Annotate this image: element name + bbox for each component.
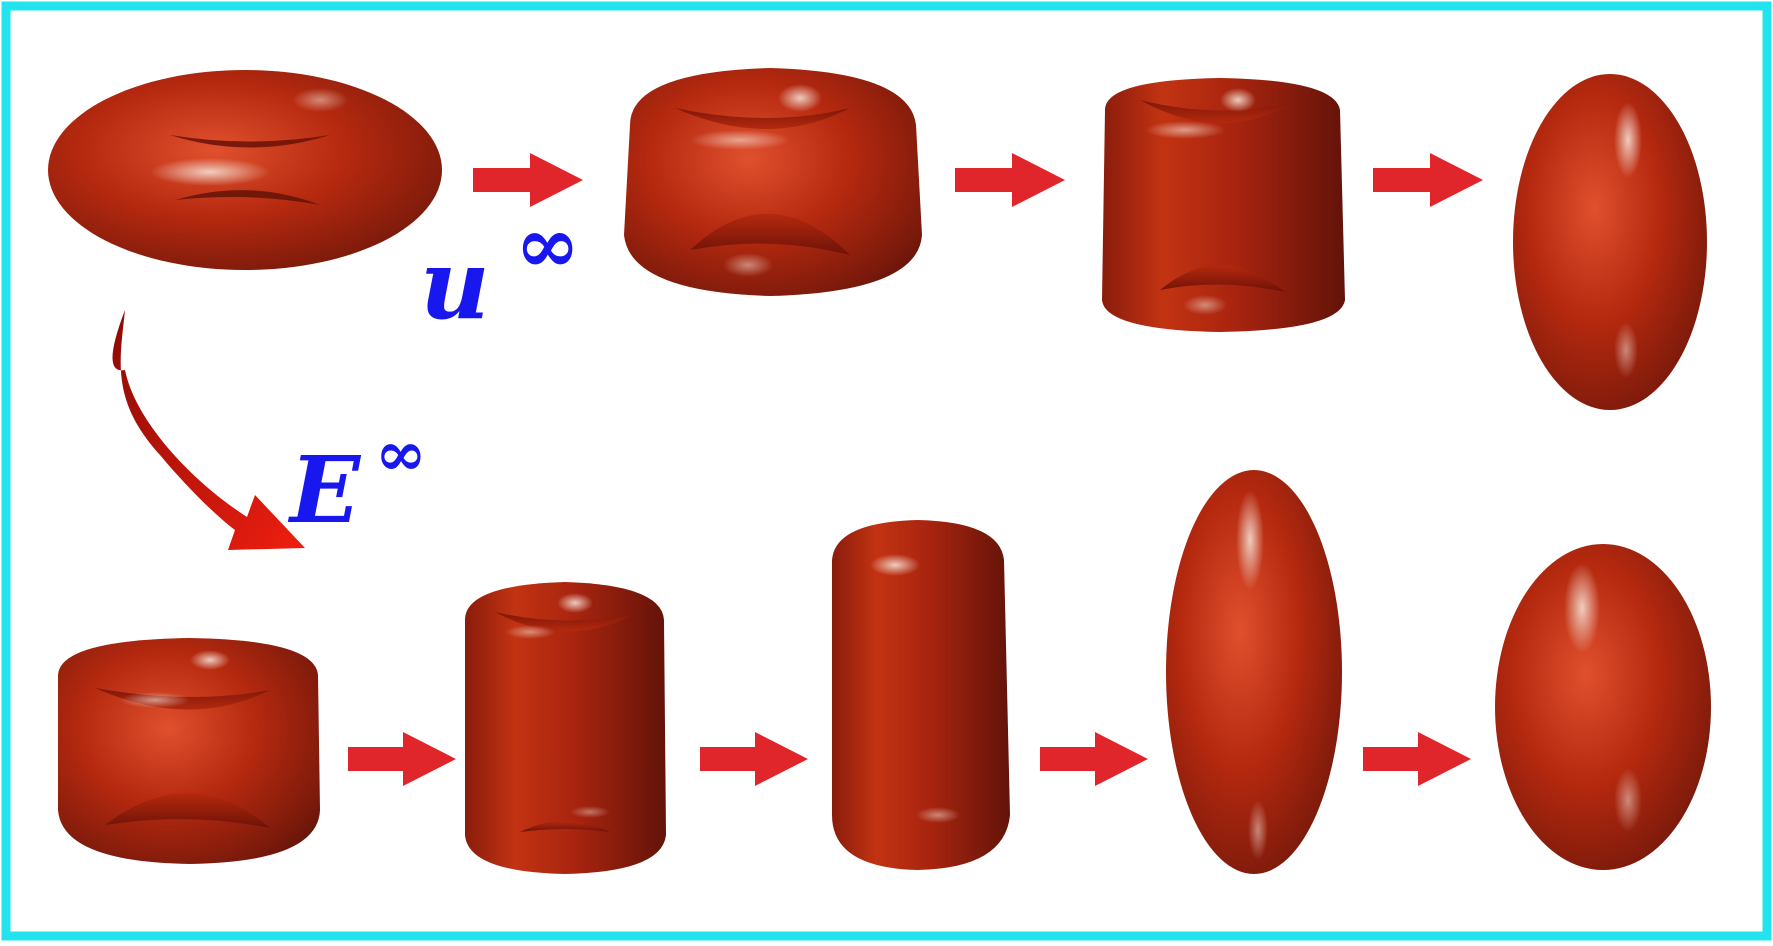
arrow-top-2 [955,153,1065,207]
cell-prolate-ellipsoid-bottom [1166,470,1342,874]
label-u-base: u [420,228,490,341]
cell-ellipsoid-bottom [1495,544,1711,870]
arrow-top-1 [473,153,583,207]
arrow-top-3 [1373,153,1483,207]
cell-cylinder-biconcave-top [1102,78,1345,332]
cell-cylinder-biconcave-bottom [465,582,666,874]
arrow-bottom-4 [1363,732,1471,786]
label-E-infinity: E ∞ [287,417,427,544]
cell-torus [48,70,442,270]
label-E-superscript: ∞ [375,417,427,490]
cell-elongated-cylinder-bottom [832,520,1010,870]
label-E-base: E [287,436,362,544]
arrow-bottom-1 [348,732,456,786]
cell-prolate-ellipsoid-top [1513,74,1707,410]
arrow-bottom-3 [1040,732,1148,786]
label-u-infinity: u ∞ [420,200,580,341]
curved-arrow-transition [112,310,305,550]
cell-squat-biconcave-bottom [58,638,320,864]
arrow-bottom-2 [700,732,808,786]
cell-squat-biconcave-top [624,68,922,296]
label-u-superscript: ∞ [515,200,580,291]
